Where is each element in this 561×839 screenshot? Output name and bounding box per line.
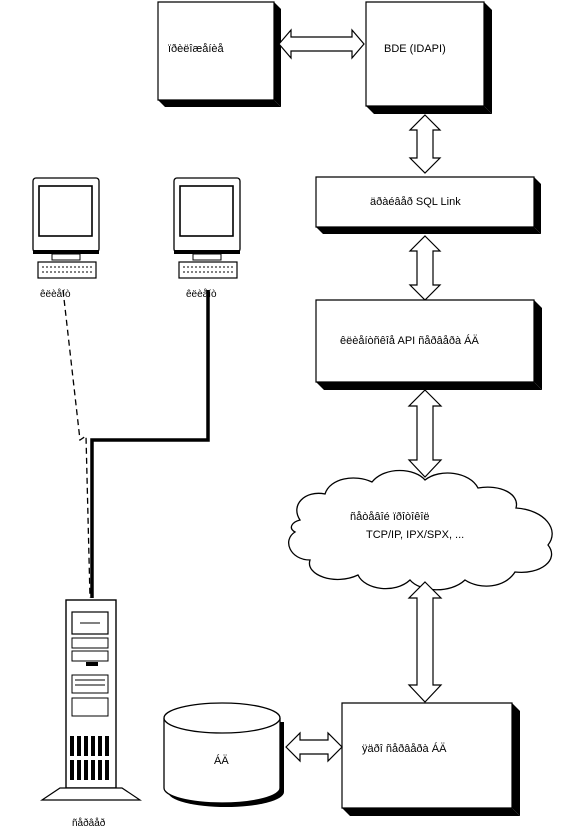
client-2-label: êëèåíò: [186, 288, 217, 300]
bde-box: BDE (IDAPI): [365, 1, 492, 114]
server-tower: ñåðâåð: [40, 599, 142, 829]
server-label: ñåðâåð: [72, 817, 106, 829]
application-label: ïðèëîæåíèå: [168, 43, 225, 55]
arrow-db-core: [285, 731, 343, 763]
client-1-link: [62, 289, 91, 599]
server-core-label: ÿäðî ñåðâåðà ÁÄ: [362, 742, 447, 755]
client-1-label: êëèåíò: [40, 288, 71, 300]
application-box: ïðèëîæåíèå: [157, 1, 281, 107]
arrow-bde-sqllink: [408, 114, 442, 174]
network-protocol-list: TCP/IP, IPX/SPX, ...: [366, 529, 464, 541]
bde-label: BDE (IDAPI): [384, 43, 446, 55]
arrow-network-core: [407, 581, 443, 703]
client-api-label: êëèåíòñêîå API ñåðâåðà ÁÄ: [340, 334, 480, 347]
arrow-app-bde: [278, 28, 365, 60]
database-label: ÁÄ: [214, 754, 229, 767]
sqllink-box: äðàéâåð SQL Link: [315, 176, 541, 234]
arrow-api-network: [407, 389, 443, 478]
client-api-box: êëèåíòñêîå API ñåðâåðà ÁÄ: [315, 299, 542, 390]
network-cloud: ñåòåâîé ïðîòîêîë TCP/IP, IPX/SPX, ...: [288, 469, 553, 591]
server-core-box: ÿäðî ñåðâåðà ÁÄ: [341, 702, 520, 816]
server-vents: [70, 736, 109, 780]
sqllink-label: äðàéâåð SQL Link: [370, 196, 461, 208]
database-cylinder: ÁÄ: [163, 702, 284, 807]
client-2-link: [90, 290, 210, 598]
network-protocol-label: ñåòåâîé ïðîòîêîë: [350, 511, 430, 523]
arrow-sqllink-api: [408, 235, 442, 301]
client-computer-1: êëèåíò: [32, 177, 100, 300]
client-computer-2: êëèåíò: [173, 177, 241, 300]
